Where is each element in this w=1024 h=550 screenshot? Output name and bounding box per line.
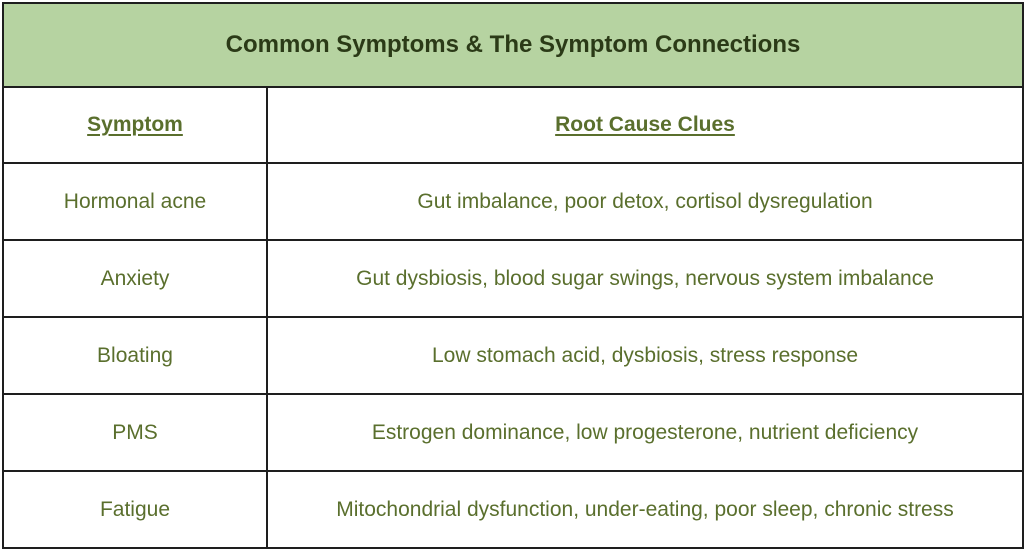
header-row: Symptom Root Cause Clues: [2, 86, 1024, 164]
root-cause-cell: Mitochondrial dysfunction, under-eating,…: [266, 470, 1024, 549]
column-header-root-cause: Root Cause Clues: [266, 86, 1024, 164]
title-row: Common Symptoms & The Symptom Connection…: [2, 2, 1024, 88]
root-cause-cell: Gut imbalance, poor detox, cortisol dysr…: [266, 162, 1024, 241]
root-cause-cell: Low stomach acid, dysbiosis, stress resp…: [266, 316, 1024, 395]
symptom-cell: PMS: [2, 393, 268, 472]
table-row: PMS Estrogen dominance, low progesterone…: [2, 393, 1024, 472]
symptom-cell: Anxiety: [2, 239, 268, 318]
root-cause-cell: Gut dysbiosis, blood sugar swings, nervo…: [266, 239, 1024, 318]
symptom-cell: Fatigue: [2, 470, 268, 549]
table-title: Common Symptoms & The Symptom Connection…: [2, 2, 1024, 88]
symptom-cell: Bloating: [2, 316, 268, 395]
column-header-symptom: Symptom: [2, 86, 268, 164]
table-row: Hormonal acne Gut imbalance, poor detox,…: [2, 162, 1024, 241]
table-row: Anxiety Gut dysbiosis, blood sugar swing…: [2, 239, 1024, 318]
table-row: Fatigue Mitochondrial dysfunction, under…: [2, 470, 1024, 549]
table-row: Bloating Low stomach acid, dysbiosis, st…: [2, 316, 1024, 395]
symptom-cell: Hormonal acne: [2, 162, 268, 241]
root-cause-cell: Estrogen dominance, low progesterone, nu…: [266, 393, 1024, 472]
